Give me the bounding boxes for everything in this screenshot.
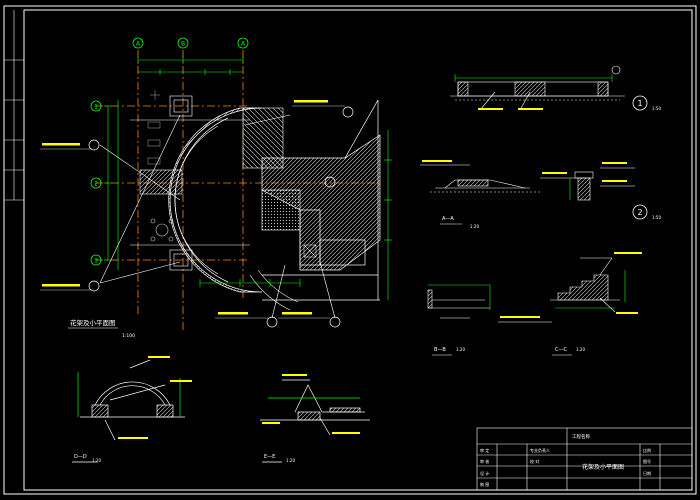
- callout-bubbles: [88, 106, 354, 328]
- plan-view-scale: 1:100: [122, 333, 135, 339]
- grid-bubble-vertical-2: B: [177, 37, 189, 49]
- section-d-d-notes: [118, 356, 192, 439]
- title-block-row-3: 设 计: [480, 470, 489, 476]
- grid-bubble-horizontal-1: 1: [90, 100, 102, 112]
- diamond-paving: [261, 134, 381, 271]
- plan-note-bars: [42, 100, 328, 315]
- left-binding-strip: [4, 10, 24, 201]
- drawing-frame-inner: [23, 9, 693, 491]
- detail-2-number: 2: [637, 208, 642, 217]
- title-block-col-5: 日期: [643, 470, 651, 476]
- section-c-c-title: C—C: [555, 347, 567, 353]
- grid-bubble-horizontal-3: 3: [90, 254, 102, 266]
- section-d-d-scale: 1:20: [92, 458, 101, 463]
- section-e-e-scale: 1:20: [286, 458, 295, 463]
- title-block-row-2: 审 核: [480, 458, 489, 464]
- grid-label: A: [136, 41, 141, 48]
- section-e-e-notes: [262, 374, 360, 434]
- right-dimension-chain: [384, 130, 392, 300]
- title-block-col-4: 图号: [643, 458, 651, 464]
- section-a-a-title: A—A: [442, 216, 454, 222]
- section-c-c-notes: [500, 252, 642, 318]
- detail-1-scale: 1:50: [652, 106, 661, 111]
- title-block-project-label: 工程名称: [572, 433, 590, 440]
- detail-2-notes: [602, 162, 627, 182]
- section-d-d: [72, 359, 185, 463]
- grid-bubble-vertical-1: A: [132, 37, 144, 49]
- grid-label: 2: [94, 181, 98, 188]
- grid-bubble-horizontal-2: 2: [90, 177, 102, 189]
- grid-bubble-vertical-3: A: [237, 37, 249, 49]
- title-block-col-1: 专业负责人: [530, 447, 550, 453]
- plan-view: A B A 1 2 3: [40, 37, 392, 339]
- curved-pergola: [168, 107, 299, 311]
- grid-label: 3: [94, 258, 98, 265]
- section-e-e-title: E—E: [264, 454, 275, 460]
- elevation-1-notes: [478, 108, 543, 110]
- plan-view-title: 花架及小平面图: [70, 318, 116, 327]
- title-block-drawing-name: 花架及小平面图: [582, 463, 624, 471]
- grid-label: A: [241, 41, 246, 48]
- grid-axis-lines: [95, 50, 380, 330]
- detail-1-label: 1 1:50: [632, 95, 661, 111]
- section-e-e: [260, 379, 370, 463]
- title-block: [476, 427, 693, 491]
- left-dimension-chain: [104, 100, 119, 270]
- section-d-d-title: D—D: [74, 454, 87, 460]
- elevation-1: [450, 65, 625, 111]
- title-block-col-3: 比例: [643, 447, 651, 453]
- round-table-symbol: [150, 218, 174, 242]
- pergola-beams: [130, 95, 250, 271]
- detail-1-number: 1: [637, 99, 642, 108]
- section-b-b-scale: 1:20: [456, 347, 465, 352]
- plan-leaders: [99, 114, 336, 319]
- section-c-c: [498, 257, 626, 356]
- section-a-a: [420, 164, 580, 225]
- section-b-b: [427, 284, 491, 356]
- plan-annotation-lines: [40, 105, 345, 319]
- grid-label: B: [181, 41, 185, 48]
- detail-2-scale: 1:50: [652, 215, 661, 220]
- title-block-row-1: 审 定: [480, 447, 489, 453]
- plan-boundary: [262, 99, 380, 301]
- bottom-dimension-chain: [199, 279, 301, 287]
- grid-label: 1: [94, 104, 98, 111]
- top-dimension-chain: [137, 56, 244, 75]
- title-block-row-4: 制 图: [480, 481, 489, 487]
- section-c-c-scale: 1:20: [576, 347, 585, 352]
- title-block-col-2: 校 对: [530, 458, 539, 464]
- section-a-a-scale: 1:20: [470, 224, 479, 229]
- section-a-a-notes: [422, 160, 567, 174]
- bench-symbols: [147, 90, 161, 165]
- section-b-b-title: B—B: [434, 347, 446, 353]
- detail-2-label: 2 1:50: [632, 204, 661, 220]
- detail-2-section: [569, 167, 635, 201]
- drawing-frame-outer: [3, 5, 697, 495]
